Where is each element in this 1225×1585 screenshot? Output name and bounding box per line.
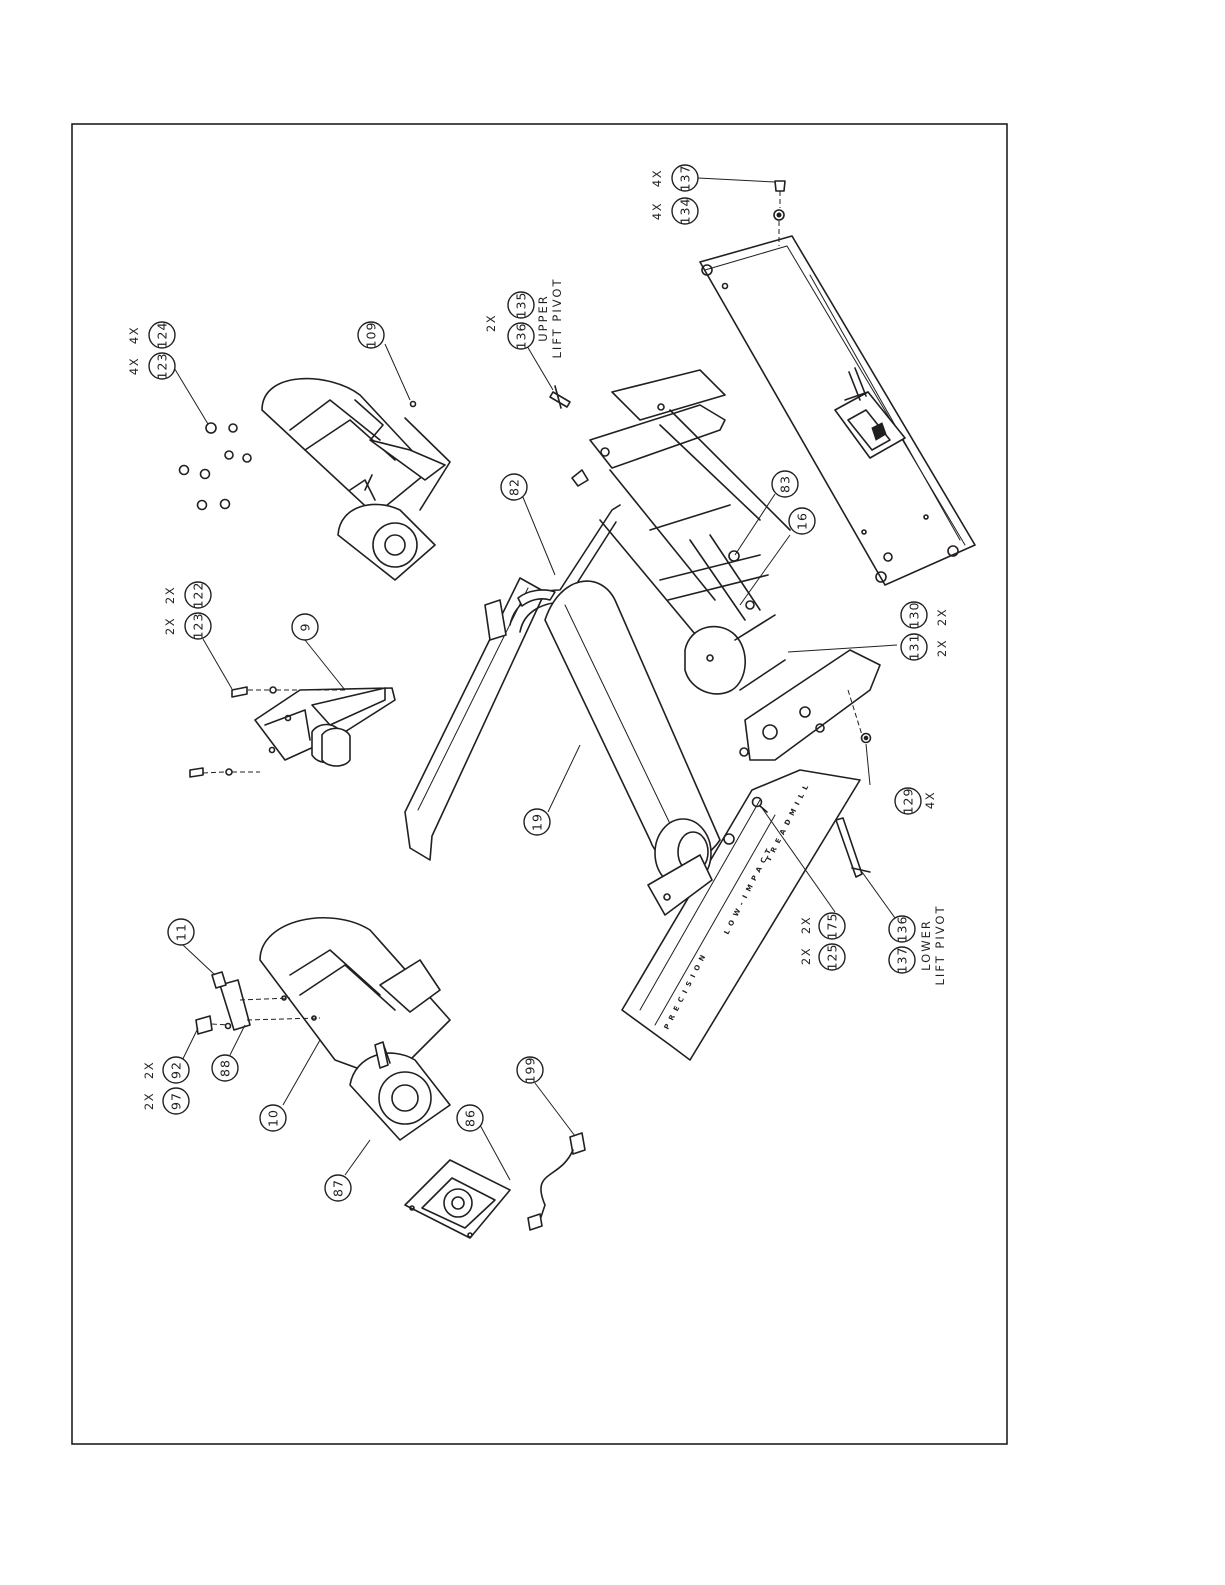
callout-137-lower: 137 xyxy=(889,947,915,974)
svg-text:88: 88 xyxy=(218,1059,233,1077)
qty-136-upper: 2X xyxy=(484,314,498,332)
qty-123-upper: 4X xyxy=(127,357,141,375)
bushing-92-97 xyxy=(196,1016,231,1034)
control-bracket-9 xyxy=(255,688,395,766)
svg-text:83: 83 xyxy=(778,475,793,493)
callout-109: 109 xyxy=(358,322,384,349)
qty-122: 2X xyxy=(163,586,177,604)
svg-text:137: 137 xyxy=(895,947,910,974)
callout-88: 88 xyxy=(212,1055,238,1081)
nuts-123-124 xyxy=(180,423,252,510)
callout-124: 124 xyxy=(149,322,175,349)
svg-text:129: 129 xyxy=(901,788,916,815)
callout-86: 86 xyxy=(457,1105,483,1131)
callout-9: 9 xyxy=(292,614,318,640)
svg-text:124: 124 xyxy=(155,322,170,349)
qty-97: 2X xyxy=(142,1092,156,1110)
callout-16: 16 xyxy=(789,508,815,534)
lift-motor-assembly-109 xyxy=(262,379,450,580)
qty-131: 2X xyxy=(935,639,949,657)
qty-129: 4X xyxy=(923,791,937,809)
qty-125: 2X xyxy=(799,947,813,965)
callout-123-upper: 123 xyxy=(149,353,175,380)
qty-175: 2X xyxy=(799,916,813,934)
svg-text:134: 134 xyxy=(678,198,693,225)
note-lower-line1: LOWER xyxy=(919,919,933,971)
svg-text:87: 87 xyxy=(331,1179,346,1197)
svg-text:136: 136 xyxy=(514,323,529,350)
cooling-fan-86 xyxy=(405,1160,510,1238)
svg-text:97: 97 xyxy=(169,1092,184,1110)
svg-text:11: 11 xyxy=(174,923,189,941)
svg-text:175: 175 xyxy=(825,913,840,940)
motor-hood-cover xyxy=(700,236,975,585)
svg-text:109: 109 xyxy=(364,322,379,349)
callout-134: 134 xyxy=(672,198,698,225)
note-upper-line2: LIFT PIVOT xyxy=(550,278,564,359)
qty-130: 2X xyxy=(935,608,949,626)
svg-text:123: 123 xyxy=(155,353,170,380)
callout-123-lower: 123 xyxy=(185,613,211,640)
callout-136-lower: 136 xyxy=(889,916,915,943)
callout-122: 122 xyxy=(185,582,211,609)
svg-text:137: 137 xyxy=(678,165,693,192)
callout-129: 129 xyxy=(895,788,921,815)
callout-136-upper: 136 xyxy=(508,323,534,350)
svg-text:86: 86 xyxy=(463,1109,478,1127)
callout-135: 135 xyxy=(508,292,534,319)
svg-text:131: 131 xyxy=(907,634,922,661)
svg-text:92: 92 xyxy=(169,1061,184,1079)
hood-fastener-137 xyxy=(774,181,785,246)
svg-text:199: 199 xyxy=(523,1057,538,1084)
svg-text:136: 136 xyxy=(895,916,910,943)
callout-97: 97 xyxy=(163,1088,189,1114)
callout-19: 19 xyxy=(524,809,550,835)
lower-lift-pivot-pin xyxy=(836,818,870,877)
qty-137: 4X xyxy=(650,169,664,187)
svg-text:19: 19 xyxy=(530,813,545,831)
svg-text:123: 123 xyxy=(191,613,206,640)
note-lower-line2: LIFT PIVOT xyxy=(933,905,947,986)
callout-11: 11 xyxy=(168,919,194,945)
callout-130: 130 xyxy=(901,602,927,629)
callout-125: 125 xyxy=(819,944,845,971)
note-upper-line1: UPPER xyxy=(536,294,550,342)
svg-text:130: 130 xyxy=(907,602,922,629)
qty-124: 4X xyxy=(127,326,141,344)
svg-text:9: 9 xyxy=(298,623,313,632)
qty-134: 4X xyxy=(650,202,664,220)
wire-harness-199 xyxy=(528,1133,585,1230)
callout-137: 137 xyxy=(672,165,698,192)
svg-text:125: 125 xyxy=(825,944,840,971)
drive-motor-10 xyxy=(212,918,450,1140)
qty-92: 2X xyxy=(142,1061,156,1079)
callout-83: 83 xyxy=(772,471,798,497)
callout-10: 10 xyxy=(260,1105,286,1131)
qty-123-lower: 2X xyxy=(163,617,177,635)
callout-199: 199 xyxy=(517,1057,543,1084)
svg-text:82: 82 xyxy=(507,478,522,496)
callout-175: 175 xyxy=(819,913,845,940)
callout-87: 87 xyxy=(325,1175,351,1201)
svg-text:16: 16 xyxy=(795,512,810,530)
callout-92: 92 xyxy=(163,1057,189,1083)
svg-text:10: 10 xyxy=(266,1109,281,1127)
svg-text:135: 135 xyxy=(514,292,529,319)
svg-text:122: 122 xyxy=(191,582,206,609)
callout-131: 131 xyxy=(901,634,927,661)
callout-82: 82 xyxy=(501,474,527,500)
